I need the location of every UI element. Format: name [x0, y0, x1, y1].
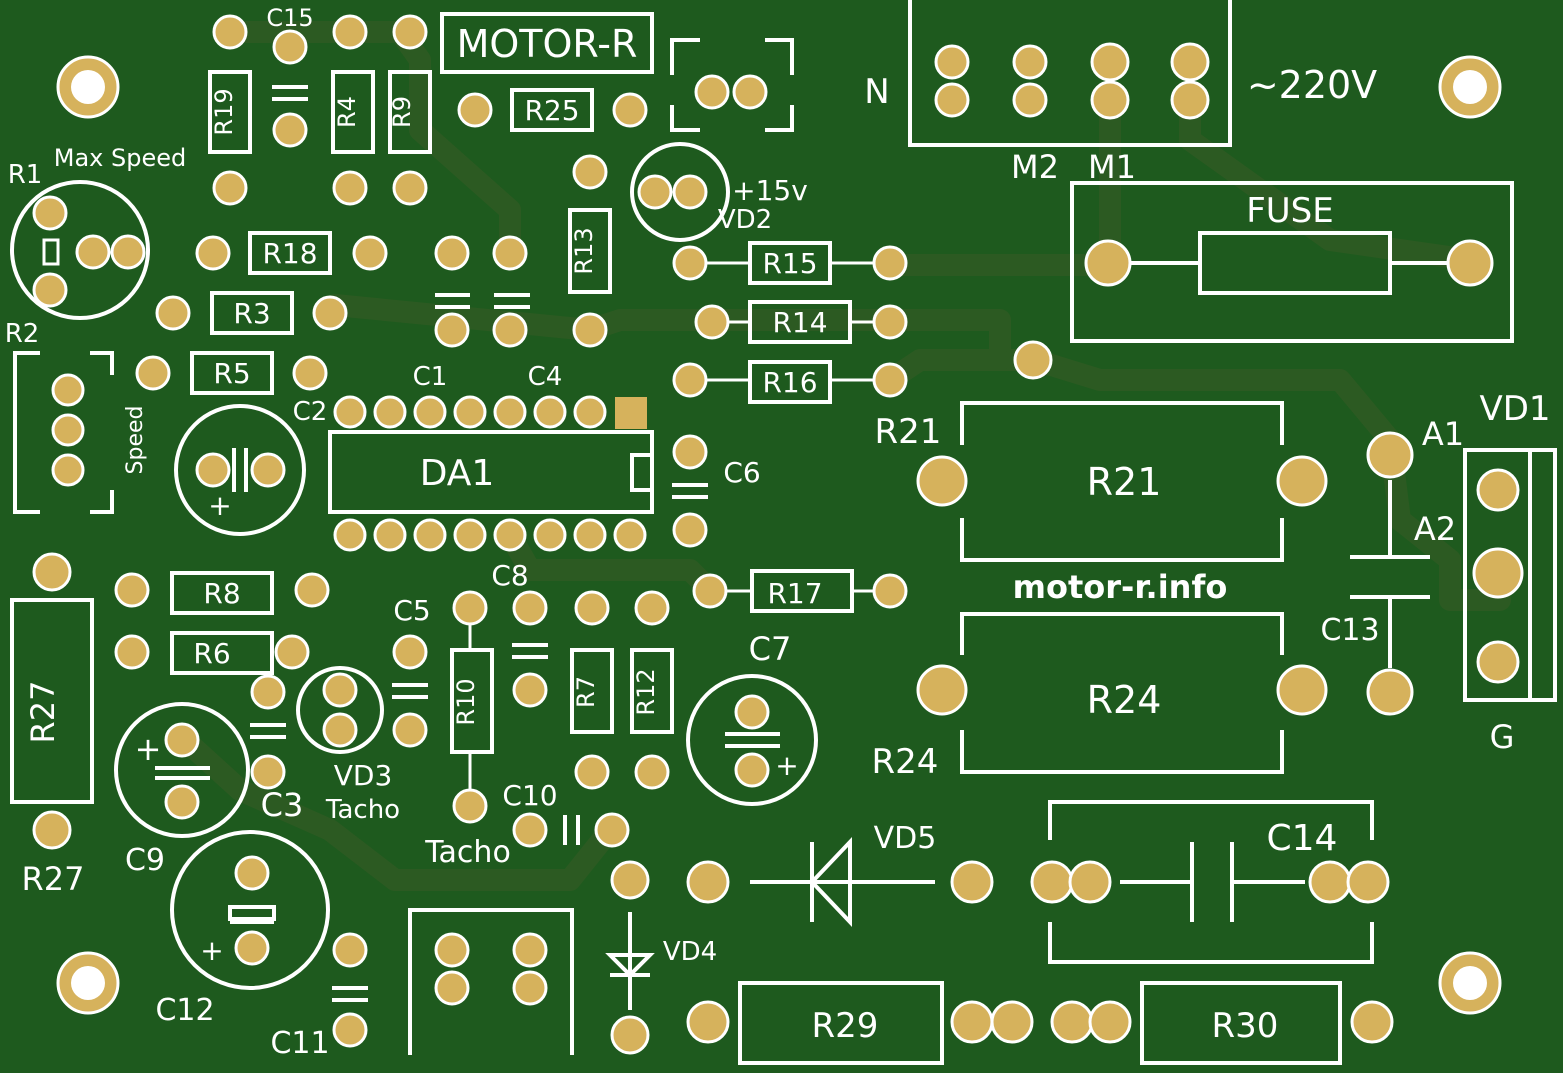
plus15v-label: +15v	[732, 174, 808, 207]
r15-label: R15	[762, 247, 817, 280]
c12-label: C12	[155, 993, 214, 1028]
vd3-label: VD3	[334, 759, 393, 792]
brand-title: MOTOR-R	[457, 22, 638, 66]
r13-label: R13	[570, 227, 598, 274]
g-label: G	[1490, 718, 1515, 756]
r24-outline	[960, 612, 1284, 774]
speed-label: Speed	[123, 406, 148, 475]
mains-connector-outline	[908, 0, 1232, 147]
c12-outline	[170, 830, 330, 990]
r30-label: R30	[1212, 1006, 1279, 1046]
r1-potentiometer-outline	[10, 180, 150, 320]
r25-label: R25	[524, 94, 579, 127]
m2-label: M2	[1011, 148, 1059, 186]
a1-label: A1	[1422, 415, 1464, 453]
via-pad	[1013, 340, 1053, 380]
brand-box	[440, 12, 654, 74]
c7-label: C7	[749, 630, 792, 668]
c15-label: C15	[266, 4, 313, 32]
c6-label: C6	[723, 456, 760, 489]
vd5-label: VD5	[874, 821, 937, 856]
mains-voltage-label: ~220V	[1247, 63, 1377, 107]
r24-label: R24	[872, 742, 939, 782]
r10-label: R10	[452, 678, 480, 725]
c3-label: C3	[261, 786, 304, 824]
vd4-label: VD4	[663, 937, 717, 967]
r8-label: R8	[203, 577, 240, 610]
c9-outline	[114, 702, 250, 838]
r17-label: R17	[767, 577, 822, 610]
r27-label: R27	[22, 860, 85, 898]
electrolytic-cap-outline	[174, 404, 306, 536]
vd2-outline	[630, 142, 730, 242]
r24-body-label: R24	[1087, 678, 1162, 722]
r4-label: R4	[333, 96, 361, 128]
website-label: motor-r.info	[1013, 568, 1228, 606]
r3-label: R3	[233, 297, 270, 330]
da1-label: DA1	[420, 453, 495, 494]
r6-label: R6	[193, 637, 230, 670]
c7-outline	[686, 674, 818, 806]
vd1-label: VD1	[1479, 389, 1550, 429]
r19-label: R19	[210, 88, 238, 135]
r2-outline	[13, 351, 114, 514]
r21-label: R21	[875, 412, 942, 452]
c8-label: C8	[491, 559, 528, 592]
mains-pins	[934, 42, 1210, 120]
tacho-label: Tacho	[325, 795, 400, 825]
r16-label: R16	[762, 366, 817, 399]
c9-label: C9	[125, 843, 165, 878]
cap-plus-label: +	[208, 489, 231, 522]
fuse-label: FUSE	[1246, 191, 1334, 231]
r30-outline	[1140, 981, 1342, 1065]
r12-label: R12	[632, 668, 660, 715]
r27-body-label: R27	[24, 681, 62, 744]
vd3-outline	[296, 666, 384, 754]
c2-label: C2	[293, 397, 328, 427]
r27-outline	[10, 598, 94, 804]
tacho-connector-label: Tacho	[424, 835, 511, 870]
r21-body-label: R21	[1087, 460, 1162, 504]
r29-outline	[738, 981, 944, 1065]
c14-label: C14	[1267, 818, 1338, 859]
connector-outline	[670, 38, 794, 132]
c12-plus-label: +	[200, 934, 223, 967]
max-speed-label: Max Speed	[54, 144, 186, 172]
top-left-parts: R19 R4 R9 C15	[208, 4, 432, 206]
motor-connector-outline	[408, 908, 574, 1055]
r18-label: R18	[262, 237, 317, 270]
c10-label: C10	[502, 779, 557, 812]
vd1-outline	[1463, 448, 1557, 702]
r7-label: R7	[572, 676, 600, 708]
r1-label: R1	[8, 160, 43, 190]
fuse-holder-outline	[1070, 181, 1514, 343]
a2-label: A2	[1414, 510, 1456, 548]
c1-label: C1	[413, 362, 448, 392]
c7-plus-label: +	[775, 749, 798, 782]
r29-label: R29	[812, 1006, 879, 1046]
r5-label: R5	[213, 357, 250, 390]
r14-label: R14	[772, 306, 827, 339]
c5-label: C5	[393, 594, 430, 627]
c4-label: C4	[528, 362, 563, 392]
r2-label: R2	[5, 319, 40, 349]
c11-label: C11	[270, 1026, 329, 1061]
vd2-label: VD2	[718, 205, 772, 235]
da1-pins	[333, 395, 647, 552]
r21-outline	[960, 401, 1284, 562]
c9-plus-label: +	[135, 730, 162, 768]
r9-label: R9	[388, 96, 416, 128]
n-label: N	[864, 72, 889, 112]
m1-label: M1	[1088, 148, 1136, 186]
c13-label: C13	[1320, 613, 1379, 648]
c14-outline	[1048, 800, 1374, 964]
mounting-holes	[56, 55, 1502, 1015]
